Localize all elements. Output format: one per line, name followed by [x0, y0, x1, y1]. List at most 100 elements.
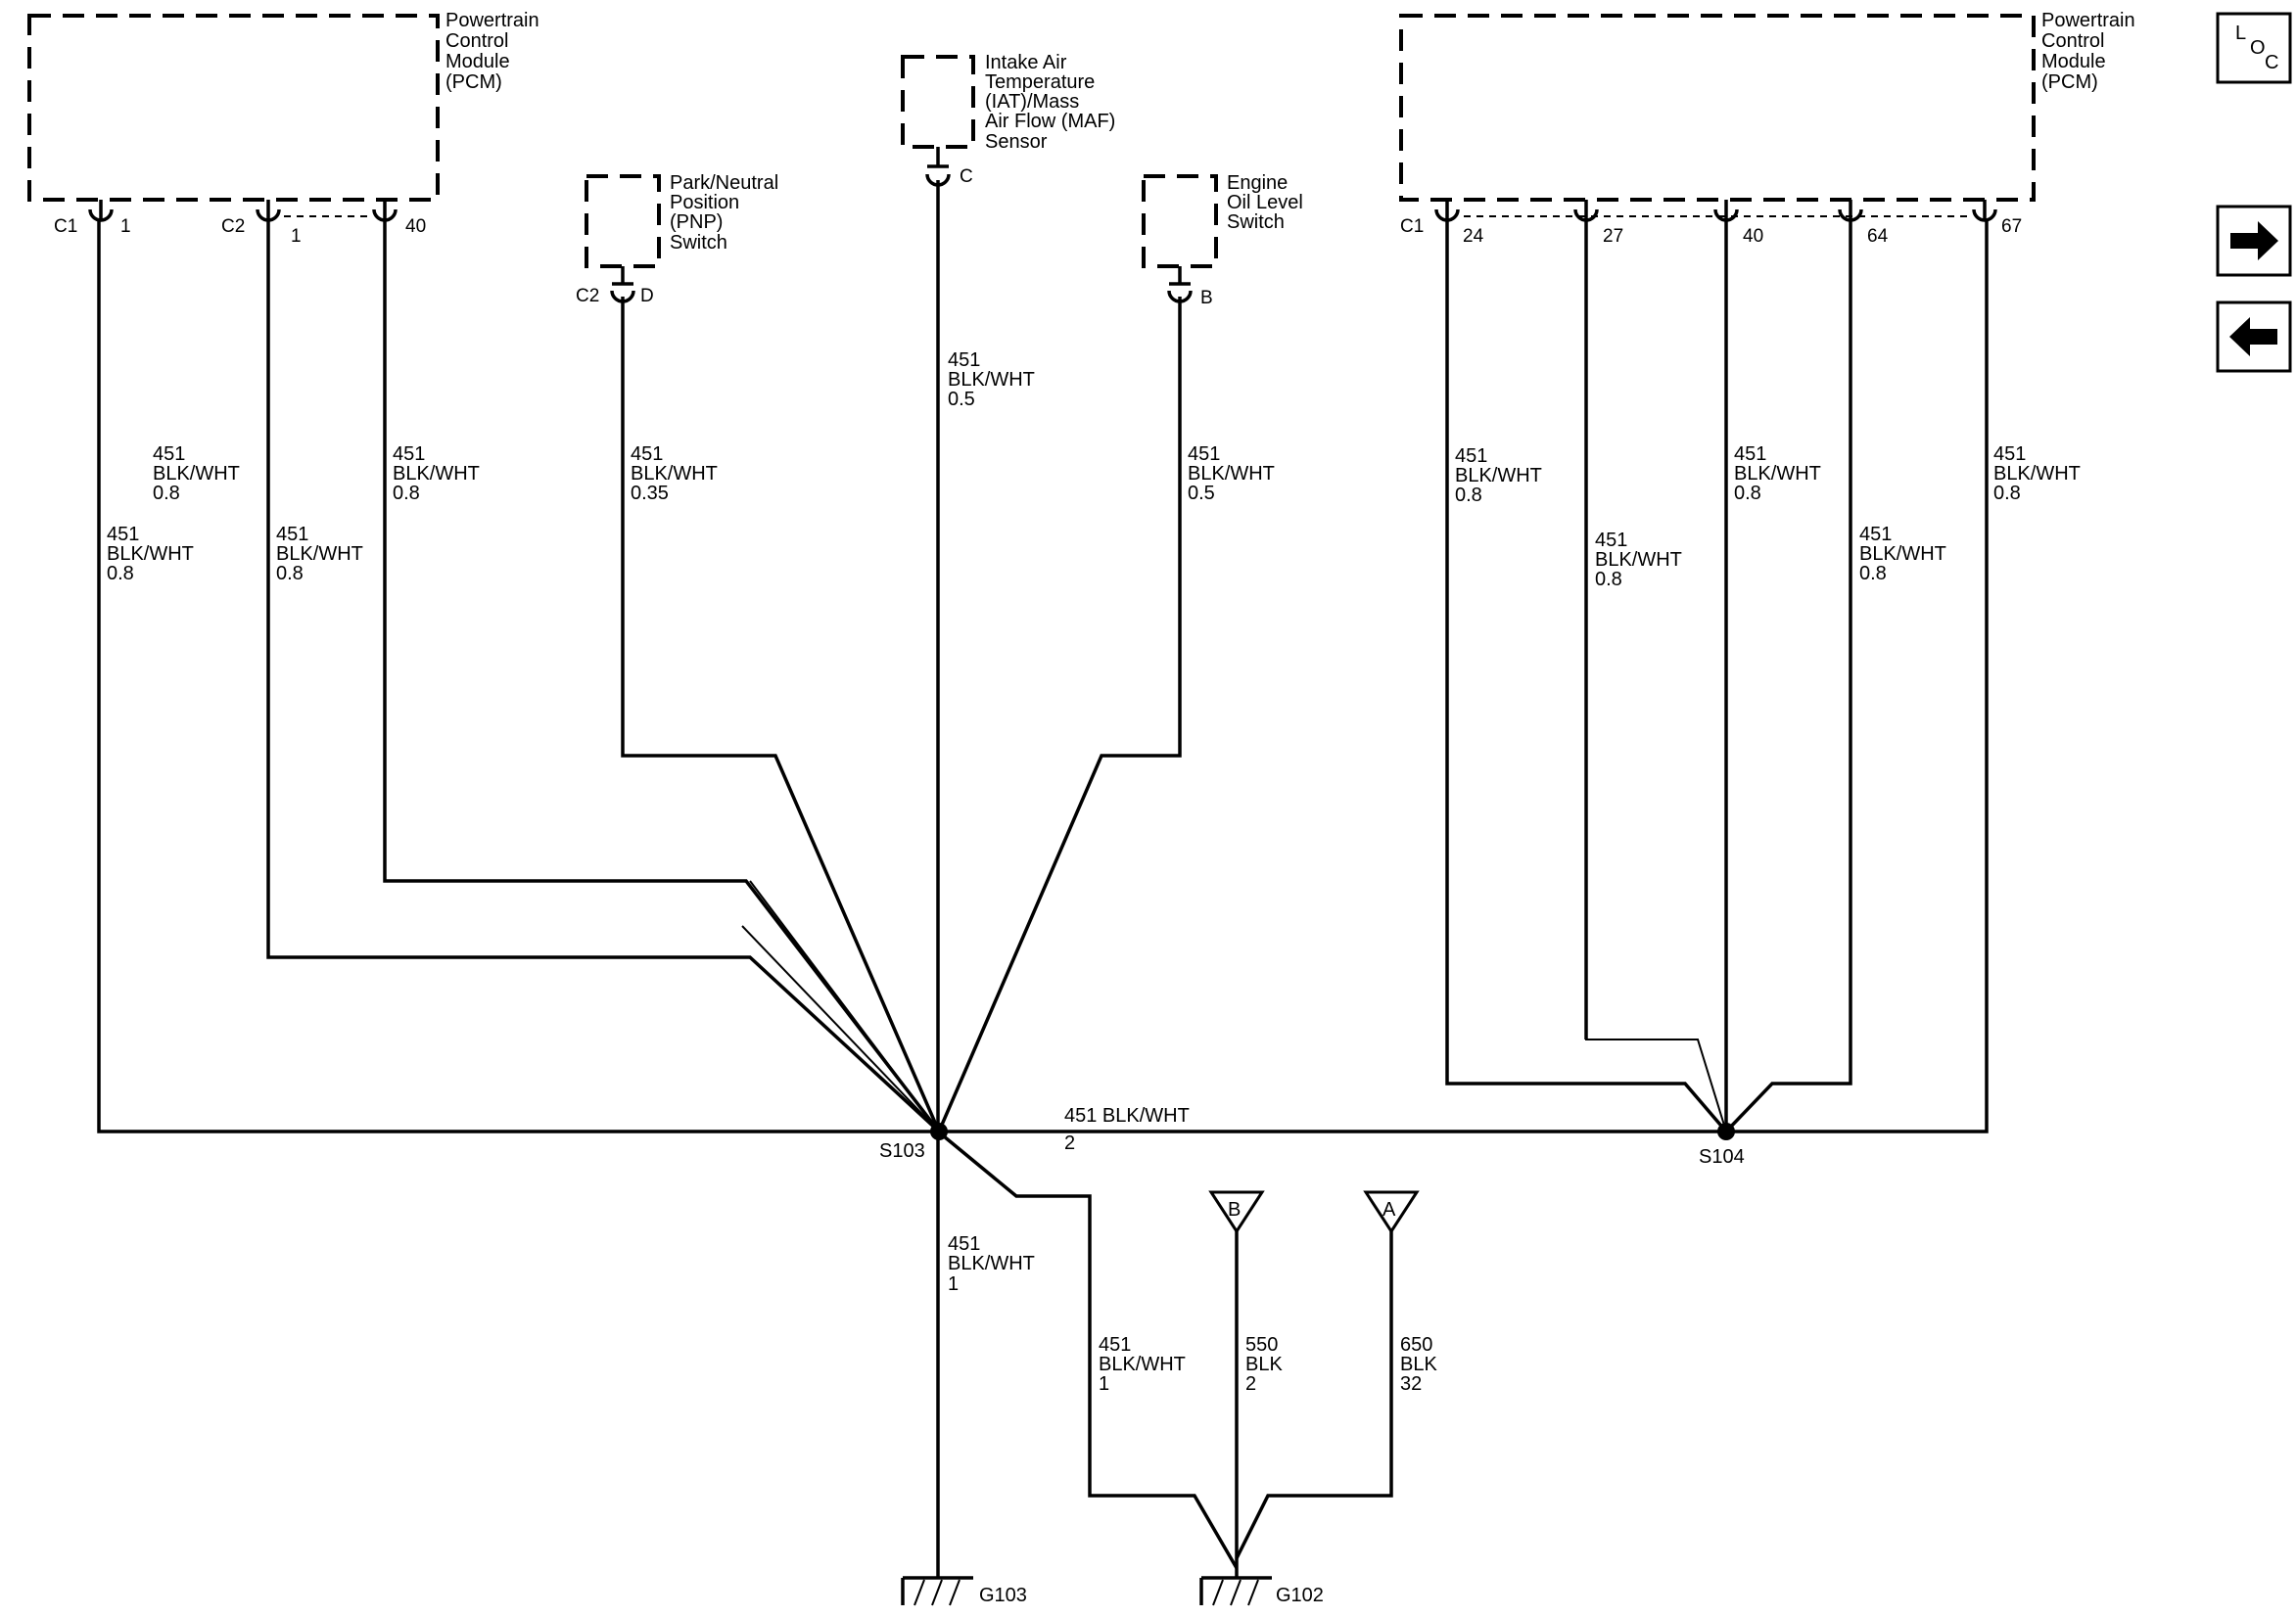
ground-g103: G103	[901, 1576, 1027, 1606]
wl-left-c2-1-c: 0.8	[276, 563, 304, 584]
splice-s104-label: S104	[1699, 1146, 1745, 1168]
wl-g103-c: 1	[948, 1273, 959, 1295]
wl-g102-650-a: 650	[1400, 1334, 1432, 1356]
wire-right-24	[1445, 221, 1728, 1133]
wl-c1-1-a: 451	[153, 443, 185, 465]
ref-flag-a-label: A	[1382, 1199, 1396, 1221]
wire-right-64	[1724, 221, 1852, 1133]
loc-button[interactable]: L O C	[2216, 12, 2292, 84]
ground-g102: G102	[1199, 1576, 1324, 1606]
pcm-right-label-4: (PCM)	[2041, 71, 2098, 93]
pin-labels: C1 1 C2 1 40 C C2 D B C1 24 27 40 64 67	[54, 166, 2022, 308]
wl-c1-1-b: BLK/WHT	[153, 463, 240, 485]
pnp-label-3: (PNP)	[670, 211, 723, 233]
wl-r40-c: 0.8	[1734, 483, 1761, 504]
wl-g102-451-a: 451	[1099, 1334, 1131, 1356]
wl-left-c2-40-c: 0.8	[393, 483, 420, 504]
pin-oil-b: B	[1200, 288, 1213, 308]
conn-left-c1: C1	[54, 216, 77, 237]
wl-r64-c: 0.8	[1859, 563, 1887, 584]
wl-r24-b: BLK/WHT	[1455, 465, 1542, 486]
iat-label-3: (IAT)/Mass	[985, 91, 1079, 113]
wl-oil-a: 451	[1188, 443, 1220, 465]
wl-bus-b: 2	[1064, 1132, 1075, 1154]
wl-g102-550-c: 2	[1245, 1373, 1256, 1395]
splice-s104-dot	[1717, 1123, 1735, 1140]
wl-left-c1-a: 451	[107, 524, 139, 545]
iat-maf-sensor-component: Intake Air Temperature (IAT)/Mass Air Fl…	[901, 52, 1115, 153]
ref-flag-b[interactable]: B	[1208, 1190, 1265, 1234]
pcm-left-label-4: (PCM)	[445, 71, 502, 93]
pin-right-27: 27	[1603, 226, 1623, 247]
wl-g102-451-b: BLK/WHT	[1099, 1354, 1186, 1375]
ref-flag-a[interactable]: A	[1363, 1190, 1420, 1234]
next-page-button[interactable]	[2216, 205, 2292, 277]
wl-g102-550-a: 550	[1245, 1334, 1278, 1356]
pnp-switch-component: Park/Neutral Position (PNP) Switch	[585, 172, 778, 268]
wl-r27-a: 451	[1595, 530, 1627, 551]
iat-label-2: Temperature	[985, 71, 1095, 93]
wl-r64-a: 451	[1859, 524, 1892, 545]
pin-right-64: 64	[1867, 226, 1889, 247]
conn-pnp-c2: C2	[576, 286, 599, 306]
wire-oil	[937, 297, 1182, 1132]
wl-r67-c: 0.8	[1993, 483, 2021, 504]
pin-right-24: 24	[1463, 226, 1484, 247]
iat-label-4: Air Flow (MAF)	[985, 111, 1115, 132]
pin-left-c2-1: 1	[291, 226, 302, 247]
wl-pnp-c: 0.35	[631, 483, 669, 504]
loc-letter-l: L	[2235, 23, 2246, 44]
wl-r27-c: 0.8	[1595, 569, 1622, 590]
pin-left-c2-40: 40	[405, 216, 426, 237]
splice-s103-dot	[930, 1123, 948, 1140]
wl-oil-c: 0.5	[1188, 483, 1215, 504]
conn-right-c1: C1	[1400, 216, 1424, 237]
pin-right-67: 67	[2001, 216, 2022, 237]
pcm-left-label-2: Control	[445, 30, 508, 52]
oil-label-3: Switch	[1227, 211, 1285, 233]
ground-g102-label: G102	[1276, 1585, 1324, 1606]
pnp-label-2: Position	[670, 192, 739, 213]
pcm-right-label-1: Powertrain	[2041, 10, 2135, 31]
pin-left-c1-1: 1	[120, 216, 131, 237]
wl-iat-b: BLK/WHT	[948, 369, 1035, 391]
wl-g102-650-c: 32	[1400, 1373, 1422, 1395]
wl-r64-b: BLK/WHT	[1859, 543, 1946, 565]
pnp-label-4: Switch	[670, 232, 727, 254]
wires	[97, 180, 1989, 1578]
prev-arrow-icon	[2229, 317, 2277, 356]
oil-label-2: Oil Level	[1227, 192, 1303, 213]
wl-left-c2-40-a: 451	[393, 443, 425, 465]
wl-g103-a: 451	[948, 1233, 980, 1255]
wl-left-c1-b: BLK/WHT	[107, 543, 194, 565]
wire-g102-451	[936, 1130, 1239, 1569]
wire-left-c2-1	[266, 221, 941, 1133]
wl-oil-b: BLK/WHT	[1188, 463, 1275, 485]
pcm-right-label-3: Module	[2041, 51, 2106, 72]
wl-g102-650-b: BLK	[1400, 1354, 1437, 1375]
wl-r67-b: BLK/WHT	[1993, 463, 2081, 485]
prev-page-button[interactable]	[2216, 300, 2292, 373]
pcm-right-label-2: Control	[2041, 30, 2104, 52]
wl-r67-a: 451	[1993, 443, 2026, 465]
terminals	[88, 147, 1997, 303]
wl-c1-1-c: 0.8	[153, 483, 180, 504]
ref-flag-b-label: B	[1228, 1199, 1241, 1221]
loc-letter-o: O	[2250, 37, 2266, 59]
splice-s103-label: S103	[879, 1140, 925, 1162]
conn-left-c2: C2	[221, 216, 245, 237]
pin-pnp-d: D	[640, 286, 654, 306]
wl-r24-a: 451	[1455, 445, 1487, 467]
next-arrow-icon	[2230, 221, 2278, 260]
wire-left-c2-40	[383, 221, 941, 1133]
wl-pnp-b: BLK/WHT	[631, 463, 718, 485]
wl-r27-b: BLK/WHT	[1595, 549, 1682, 571]
wl-iat-c: 0.5	[948, 389, 975, 410]
wl-g103-b: BLK/WHT	[948, 1253, 1035, 1274]
wl-left-c2-1-b: BLK/WHT	[276, 543, 363, 565]
oil-label-1: Engine	[1227, 172, 1288, 194]
ground-g103-label: G103	[979, 1585, 1027, 1606]
pnp-label-1: Park/Neutral	[670, 172, 778, 194]
wire-g102-650	[1235, 1231, 1393, 1559]
